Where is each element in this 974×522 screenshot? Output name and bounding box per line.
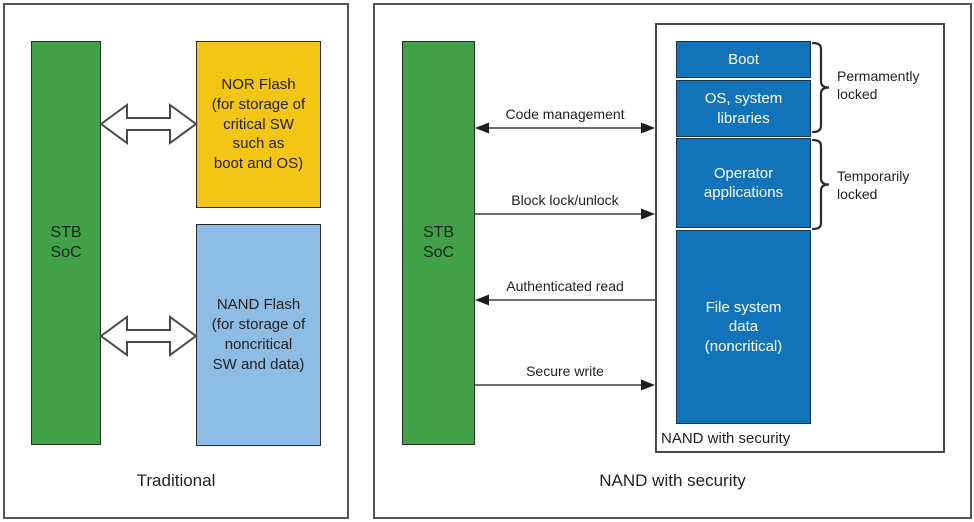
nor-flash-label: NOR Flash (for storage of critical SW su… (211, 76, 306, 173)
panel-traditional: STB SoC NOR Flash (for storage of critic… (3, 3, 349, 519)
block-lock-unlock-label: Block lock/unlock (511, 192, 619, 208)
nand-bus-bidirectional-arrow (99, 315, 198, 357)
panel-nand-security: STB SoC Boot OS, system libraries Operat… (373, 3, 972, 519)
segment-boot: Boot (676, 41, 811, 78)
nor-bus-bidirectional-arrow (99, 103, 198, 145)
authenticated-read-arrowhead-left (475, 294, 489, 306)
segment-os-libraries-label: OS, system libraries (704, 90, 783, 127)
segment-os-libraries: OS, system libraries (676, 80, 811, 137)
segment-file-system-label: File system data (noncritical) (704, 298, 783, 355)
segment-file-system: File system data (noncritical) (676, 230, 811, 424)
nand-flash-label: NAND Flash (for storage of noncritical S… (211, 296, 306, 373)
segment-boot-label: Boot (728, 50, 759, 68)
code-management-arrowhead-left (475, 122, 489, 134)
stb-soc-label: STB SoC (50, 224, 82, 261)
stb-soc-box: STB SoC (402, 41, 475, 445)
nand-secure-unit-label: NAND with security (661, 430, 791, 447)
code-management-label: Code management (505, 106, 625, 122)
nor-flash-box: NOR Flash (for storage of critical SW su… (196, 41, 321, 208)
stb-soc-box: STB SoC (31, 41, 101, 445)
temporarily-locked-label: Temporarily locked (837, 168, 910, 202)
caption-nand-security: NAND with security (599, 471, 746, 490)
caption-traditional: Traditional (136, 471, 216, 490)
stb-soc-label: STB SoC (422, 224, 455, 261)
block-lock-arrowhead-right (641, 208, 655, 220)
code-management-arrowhead-right (641, 122, 655, 134)
permanently-locked-label: Permamently locked (837, 68, 920, 102)
segment-operator-apps: Operator applications (676, 138, 811, 228)
secure-write-arrowhead-right (641, 379, 655, 391)
secure-write-label: Secure write (526, 363, 604, 379)
segment-operator-apps-label: Operator applications (703, 164, 784, 202)
authenticated-read-label: Authenticated read (506, 278, 624, 294)
nand-flash-box: NAND Flash (for storage of noncritical S… (196, 224, 321, 446)
